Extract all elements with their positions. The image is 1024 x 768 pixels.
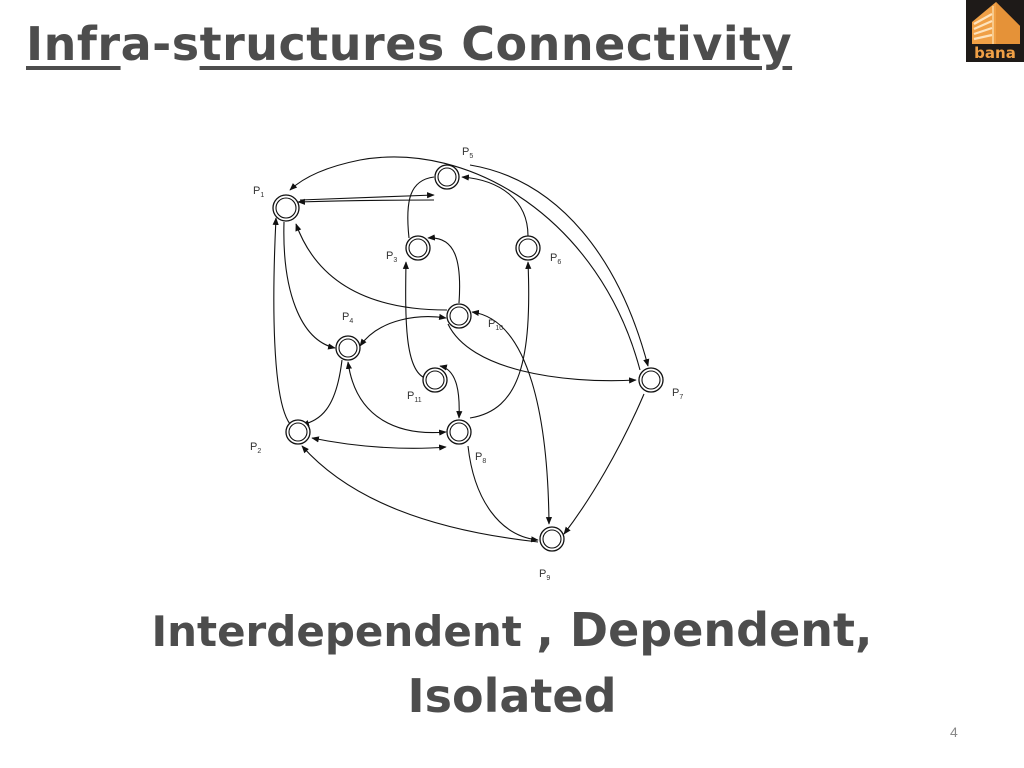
label-p1: P1 xyxy=(253,185,264,199)
edge-p9-p2 xyxy=(301,445,539,543)
label-p7: P7 xyxy=(672,387,683,401)
label-p6: P6 xyxy=(550,252,561,266)
edge-p1-p5 xyxy=(299,192,435,201)
graph-edges xyxy=(272,156,650,543)
label-p9: P9 xyxy=(539,568,550,582)
building-logo-icon: bana xyxy=(966,0,1024,62)
title-part-3: tructures Connectivity xyxy=(199,17,793,71)
title-part-1: Infr xyxy=(26,17,121,71)
logo-text: bana xyxy=(974,44,1016,62)
edge-p8-p6 xyxy=(469,261,532,419)
label-p11: P11 xyxy=(407,390,422,404)
subtitle-interdependent: Interdependent xyxy=(151,607,537,656)
node-p11 xyxy=(422,367,448,393)
label-p8: P8 xyxy=(475,451,486,465)
edge-p7-p9 xyxy=(563,393,645,535)
graph-nodes xyxy=(272,164,664,552)
edge-p8-p9 xyxy=(467,445,539,543)
node-p3 xyxy=(405,235,431,261)
label-p3: P3 xyxy=(386,250,397,264)
edge-p11-p8 xyxy=(439,364,463,419)
node-p10 xyxy=(446,303,472,329)
label-p4: P4 xyxy=(342,311,353,325)
edge-p10-p7 xyxy=(447,323,637,384)
title-part-2: a-s xyxy=(120,17,200,71)
node-labels: P1 P2 P3 P4 P5 P6 P7 P8 P9 P10 P11 xyxy=(250,146,683,582)
node-p5 xyxy=(434,164,460,190)
edge-p4-p8 xyxy=(345,361,447,436)
edge-p3-p5 xyxy=(407,176,435,239)
subtitle-isolated: Isolated xyxy=(407,669,617,723)
edge-p11-p3 xyxy=(402,261,426,379)
label-p5: P5 xyxy=(462,146,473,160)
subtitle-line-1: Interdependent , Dependent, xyxy=(0,598,1024,664)
edge-p5-p7 xyxy=(469,164,650,367)
edge-p5-p1 xyxy=(289,156,641,371)
edge-p2-p8 xyxy=(311,436,447,451)
page-number: 4 xyxy=(950,724,958,740)
node-p9 xyxy=(539,526,565,552)
slide-subtitle: Interdependent , Dependent, Isolated xyxy=(0,598,1024,728)
edge-p10-p9 xyxy=(471,309,553,525)
edge-p10-p1 xyxy=(295,223,448,311)
slide-title: Infra-structures Connectivity xyxy=(26,14,792,74)
edge-p1-p4 xyxy=(283,221,336,350)
edge-p2-p1 xyxy=(272,217,291,425)
edge-p5-p1-back xyxy=(297,198,435,205)
label-p10: P10 xyxy=(488,318,503,332)
label-p2: P2 xyxy=(250,441,261,455)
node-p4 xyxy=(335,335,361,361)
bana-logo: bana xyxy=(966,0,1024,62)
node-p8 xyxy=(446,419,472,445)
edge-p4-p2 xyxy=(301,359,343,427)
edge-p4-p10 xyxy=(359,313,447,347)
subtitle-dependent: , Dependent, xyxy=(536,603,873,657)
edge-p10-p3 xyxy=(427,234,461,304)
node-p2 xyxy=(285,419,311,445)
node-p7 xyxy=(638,367,664,393)
edge-p6-p5 xyxy=(461,174,529,237)
node-p6 xyxy=(515,235,541,261)
node-p1 xyxy=(272,194,300,222)
